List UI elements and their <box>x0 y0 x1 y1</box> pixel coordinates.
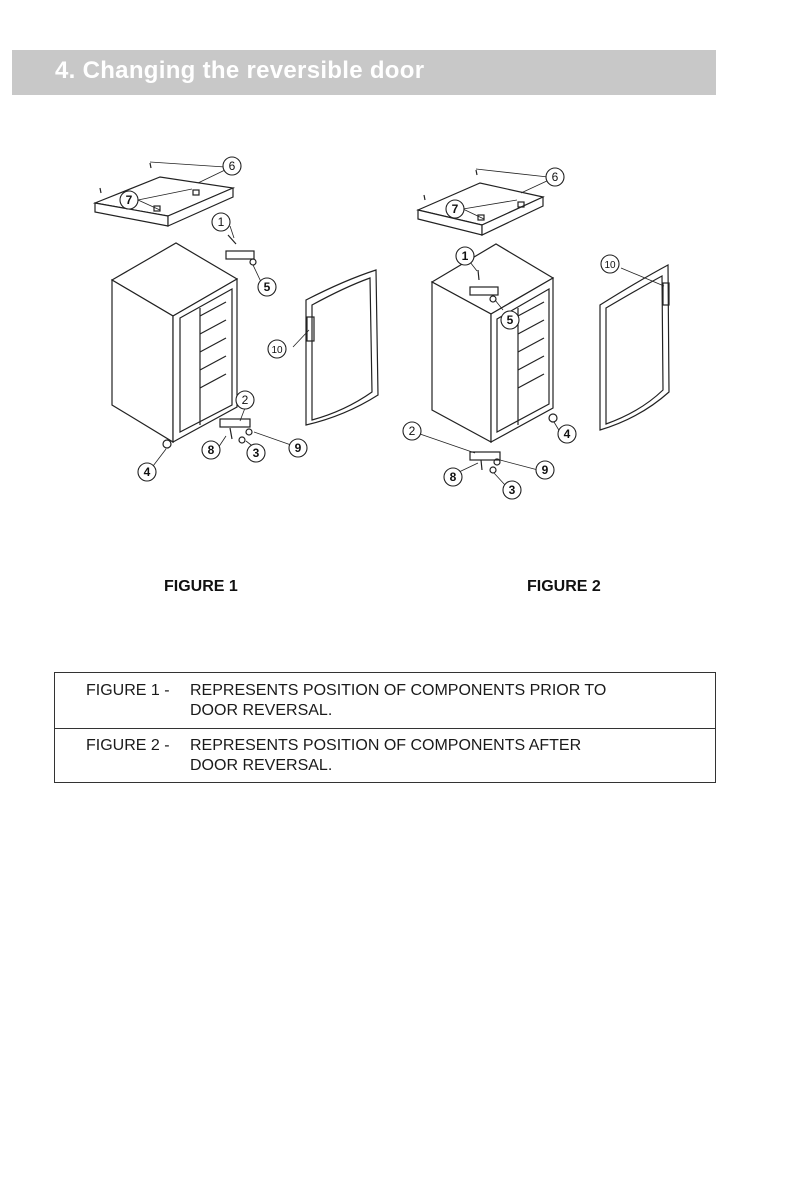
callout-7: 7 <box>452 202 459 216</box>
bottom-hinge <box>470 452 500 473</box>
note-row: FIGURE 1 - REPRESENTS POSITION OF COMPON… <box>55 673 715 729</box>
note-text-line-2: DOOR REVERSAL. <box>190 757 332 775</box>
top-panel <box>418 170 543 235</box>
figure-2-diagram: 6 7 1 5 10 4 2 8 9 3 <box>0 0 795 600</box>
callout-3: 3 <box>509 483 516 497</box>
note-text-line-2: DOOR REVERSAL. <box>190 702 332 720</box>
note-row: FIGURE 2 - REPRESENTS POSITION OF COMPON… <box>55 728 715 783</box>
callout-1: 1 <box>462 249 469 263</box>
note-text-line-1: REPRESENTS POSITION OF COMPONENTS PRIOR … <box>190 682 606 700</box>
cabinet <box>432 244 557 442</box>
callout-5: 5 <box>507 313 514 327</box>
callout-6: 6 <box>552 170 559 184</box>
note-label: FIGURE 1 - <box>86 682 170 700</box>
note-text-line-1: REPRESENTS POSITION OF COMPONENTS AFTER <box>190 737 581 755</box>
notes-table: FIGURE 1 - REPRESENTS POSITION OF COMPON… <box>54 672 716 783</box>
callout-4: 4 <box>564 427 571 441</box>
figure-1-caption: FIGURE 1 <box>164 578 238 596</box>
figure-2-caption: FIGURE 2 <box>527 578 601 596</box>
callout-2: 2 <box>409 424 416 438</box>
door <box>600 265 669 430</box>
callout-10: 10 <box>604 260 616 271</box>
note-label: FIGURE 2 - <box>86 737 170 755</box>
callout-9: 9 <box>542 463 549 477</box>
callout-8: 8 <box>450 470 457 484</box>
